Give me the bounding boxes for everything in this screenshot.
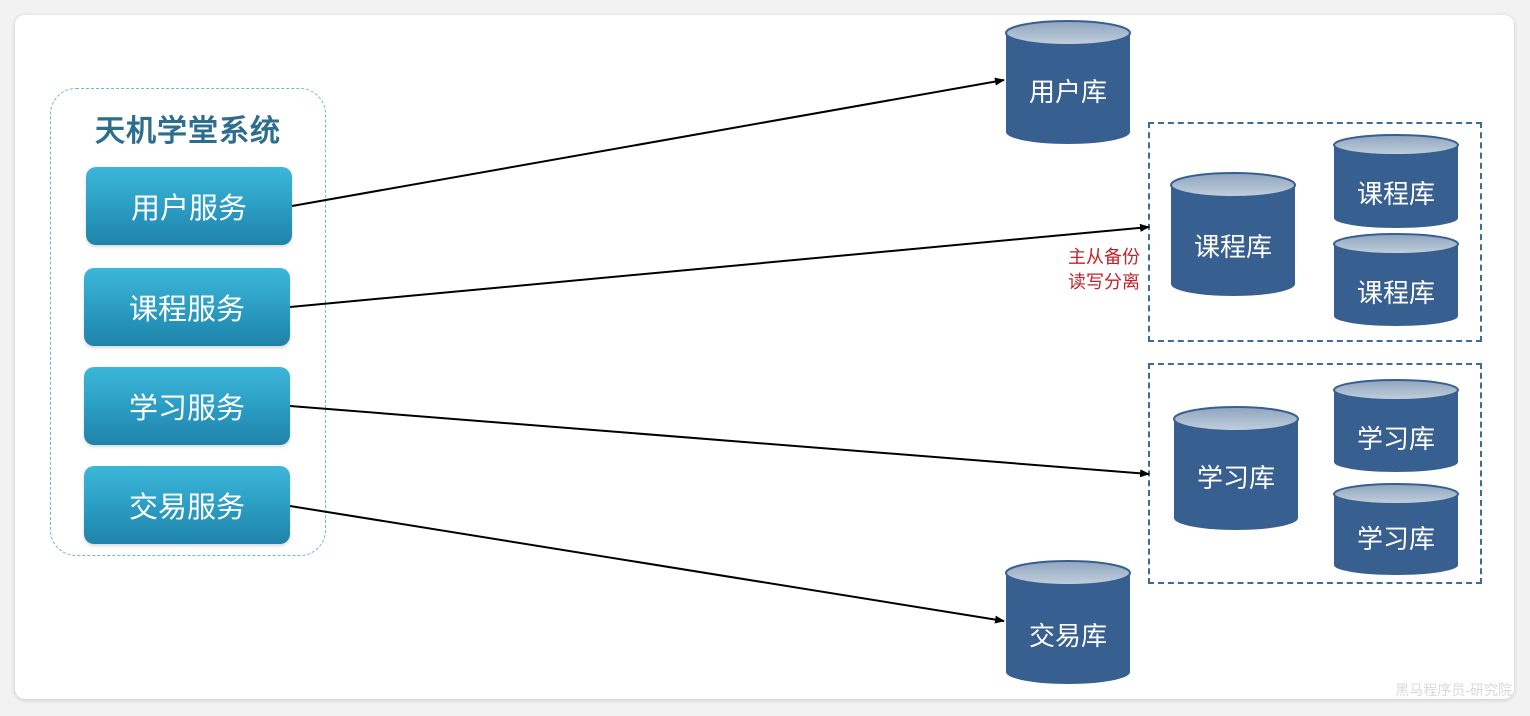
db-cylinder-course-master [1170, 172, 1296, 296]
annotation-line-1: 主从备份 [1068, 247, 1140, 268]
arrow-user-service-to-user-db [291, 77, 1005, 207]
arrow-course-service-to-course-db [289, 223, 1150, 308]
replication-annotation: 主从备份 读写分离 [1040, 245, 1140, 295]
db-label-learning-replica-1: 学习库 [1356, 425, 1435, 455]
db-cylinder-learning-replica-2 [1333, 483, 1459, 575]
course-replica-group [1148, 122, 1482, 342]
watermark: 黑马程序员-研究院 [1395, 683, 1512, 699]
db-label-user: 用户库 [1028, 78, 1107, 108]
db-cylinder-learning-master [1173, 406, 1299, 530]
arrow-learning-service-to-learning-db [289, 405, 1150, 478]
service-user[interactable]: 用户服务 [86, 167, 292, 245]
db-cylinder-course-replica-2 [1333, 233, 1459, 326]
db-cylinder-course-replica-1 [1333, 134, 1459, 228]
system-group [50, 88, 326, 556]
db-label-course-replica-1: 课程库 [1356, 180, 1435, 210]
db-label-course-master: 课程库 [1193, 233, 1272, 263]
db-label-course-replica-2: 课程库 [1356, 279, 1435, 309]
arrow-trade-service-to-trade-db [289, 505, 1005, 624]
db-cylinder-learning-replica-1 [1333, 379, 1459, 472]
db-label-learning-master: 学习库 [1196, 464, 1275, 494]
diagram-canvas [15, 15, 1514, 699]
service-trade[interactable]: 交易服务 [84, 466, 290, 544]
db-cylinder-trade [1005, 560, 1131, 684]
service-learning[interactable]: 学习服务 [84, 367, 290, 445]
db-label-learning-replica-2: 学习库 [1356, 525, 1435, 555]
system-title: 天机学堂系统 [95, 114, 281, 149]
annotation-line-2: 读写分离 [1068, 272, 1140, 293]
service-course[interactable]: 课程服务 [84, 268, 290, 346]
db-cylinder-user [1005, 20, 1131, 144]
db-label-trade: 交易库 [1028, 622, 1107, 652]
